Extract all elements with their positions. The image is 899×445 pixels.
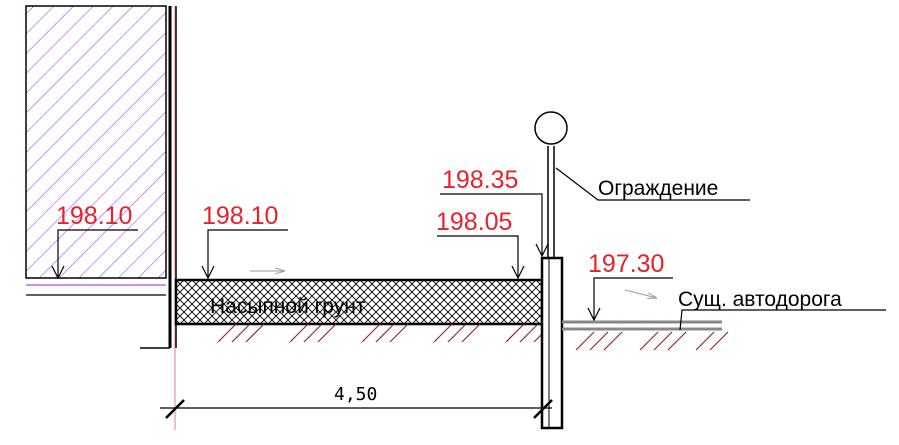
dimension-value: 4,50: [334, 384, 377, 405]
fence-label: Ограждение: [598, 177, 718, 200]
road-callout: Сущ. автодорога: [678, 288, 886, 331]
dimension-tick-left: [165, 399, 185, 419]
elevation-mark-fill-left: 198.10: [201, 202, 288, 280]
road-label: Сущ. автодорога: [678, 288, 842, 311]
ground-hatch: [217, 323, 729, 351]
elevation-fence-top: 198.35: [442, 166, 518, 194]
elevation-mark-fill-right: 198.05: [436, 208, 525, 280]
elevation-mark-building: 198.10: [51, 202, 138, 280]
fence: [534, 111, 568, 430]
fill-soil: Насыпной грунт: [174, 278, 544, 326]
fence-callout: Ограждение: [555, 167, 750, 201]
road: [562, 320, 722, 331]
dimension-tick-right: [533, 399, 553, 419]
dimension-line: 4,50: [160, 384, 553, 419]
building-hatch: [25, 5, 167, 279]
fence-post-base: [540, 256, 564, 430]
elevation-mark-fence: 198.35: [440, 166, 549, 258]
elevation-fill-left: 198.10: [202, 202, 278, 230]
flow-arrow-road: [624, 289, 657, 298]
elevation-building-floor: 198.10: [56, 202, 132, 230]
elevation-fill-right: 198.05: [436, 208, 512, 236]
building: [25, 5, 177, 430]
fence-lamp-icon: [534, 111, 568, 145]
elevation-mark-road: 197.30: [587, 250, 673, 322]
elevation-road: 197.30: [588, 250, 664, 278]
fill-material-label: Насыпной грунт: [210, 295, 366, 318]
